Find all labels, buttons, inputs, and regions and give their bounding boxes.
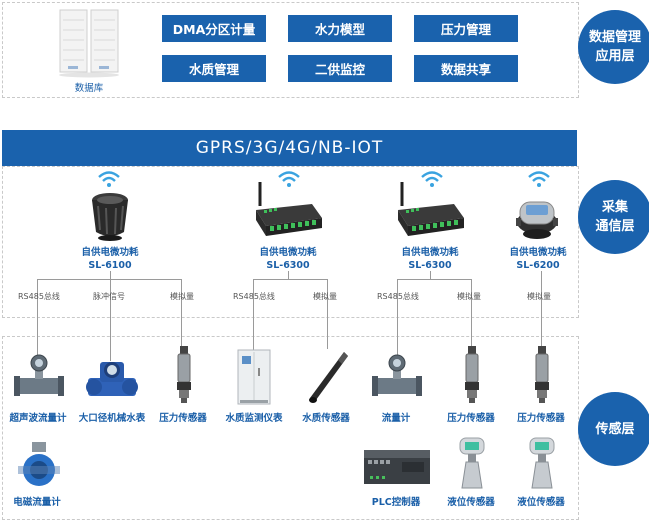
gateway-label-sl6200: 自供电微功耗 SL-6200	[509, 247, 567, 271]
sensor-label-flowmeter: 流量计	[381, 413, 411, 424]
connector-line	[181, 279, 182, 347]
water-quality-sensor-icon	[309, 352, 348, 403]
connector-line	[471, 279, 472, 347]
module-hydraulic-model[interactable]: 水力模型	[288, 15, 392, 42]
large-water-meter-icon	[86, 362, 138, 396]
pressure-sensor-icon	[177, 346, 191, 403]
electromagnetic-flowmeter-icon	[18, 442, 60, 486]
sensor-label-pressure-1: 压力传感器	[159, 413, 207, 424]
gateway-label-sl6300-a: 自供电微功耗 SL-6300	[259, 247, 317, 271]
network-banner: GPRS/3G/4G/NB-IOT	[2, 130, 577, 166]
module-dma[interactable]: DMA分区计量	[162, 15, 266, 42]
plc-controller-icon	[364, 450, 430, 484]
bus-label: 模拟量	[170, 292, 194, 301]
layer-title-sensor: 传感层	[578, 392, 649, 466]
bus-label: 模拟量	[527, 292, 551, 301]
flowmeter-icon	[372, 354, 422, 396]
connector-line	[327, 279, 328, 349]
database-server-icon	[59, 9, 119, 78]
layer-title-management: 数据管理 应用层	[578, 10, 649, 84]
ultrasonic-flowmeter-icon	[14, 354, 64, 396]
connector-line	[110, 279, 111, 361]
gateway-sl6300-icon	[256, 182, 322, 236]
module-secondary-supply[interactable]: 二供监控	[288, 55, 392, 82]
connector-line	[253, 279, 254, 355]
gateway-sl6200-icon	[516, 201, 558, 239]
connector-line	[110, 271, 111, 279]
level-sensor-icon	[529, 437, 555, 489]
wifi-icon	[278, 171, 300, 187]
sensor-label-plc: PLC控制器	[371, 497, 421, 508]
bus-label: 模拟量	[313, 292, 337, 301]
sensor-label-em-flow: 电磁流量计	[13, 497, 61, 508]
connector-line	[397, 279, 398, 355]
communication-zone	[2, 166, 579, 318]
connector-line	[541, 271, 542, 347]
bus-label: RS485总线	[18, 292, 60, 301]
bus-label: RS485总线	[233, 292, 275, 301]
gateway-label-sl6100: 自供电微功耗 SL-6100	[81, 247, 139, 271]
connector-line	[430, 271, 431, 279]
sensor-label-ultrasonic: 超声波流量计	[9, 413, 67, 424]
module-water-quality[interactable]: 水质管理	[162, 55, 266, 82]
module-pressure-management[interactable]: 压力管理	[414, 15, 518, 42]
bus-label: 模拟量	[457, 292, 481, 301]
bus-label: 脉冲信号	[93, 292, 125, 301]
connector-line	[253, 279, 328, 280]
connector-line	[37, 279, 182, 280]
sensor-label-wq-sensor: 水质传感器	[302, 413, 350, 424]
wifi-icon	[98, 171, 120, 187]
water-quality-monitor-icon	[237, 349, 271, 405]
wifi-icon	[421, 171, 443, 187]
sensor-label-large-meter: 大口径机械水表	[78, 413, 146, 424]
sensor-label-pressure-2: 压力传感器	[447, 413, 495, 424]
sensor-label-pressure-3: 压力传感器	[517, 413, 565, 424]
gateway-sl6300-icon	[398, 182, 464, 236]
pressure-sensor-icon	[465, 346, 479, 403]
pressure-sensor-icon	[535, 346, 549, 403]
module-data-sharing[interactable]: 数据共享	[414, 55, 518, 82]
level-sensor-icon	[459, 437, 485, 489]
connector-line	[397, 279, 472, 280]
sensor-label-level-1: 液位传感器	[447, 497, 495, 508]
connector-line	[288, 271, 289, 279]
sensor-label-wq-monitor: 水质监测仪表	[225, 413, 283, 424]
gateway-sl6100-icon	[92, 193, 128, 241]
database-label: 数据库	[74, 83, 104, 94]
gateway-label-sl6300-b: 自供电微功耗 SL-6300	[401, 247, 459, 271]
bus-label: RS485总线	[377, 292, 419, 301]
connector-line	[37, 279, 38, 361]
wifi-icon	[528, 171, 550, 187]
layer-title-communication: 采集 通信层	[578, 180, 649, 254]
sensor-label-level-2: 液位传感器	[517, 497, 565, 508]
